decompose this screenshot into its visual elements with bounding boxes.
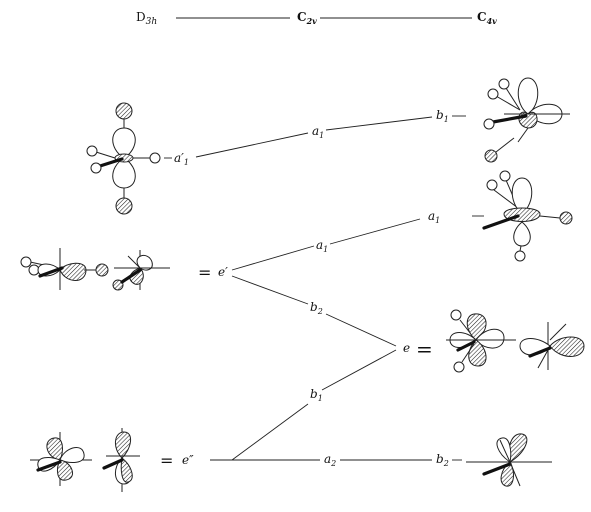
corr-b2-e: [325, 313, 397, 347]
ligand-lower: [453, 361, 465, 373]
orbital-c4v-b2: [466, 433, 552, 487]
label-b2-c4v: b2: [436, 452, 449, 468]
label-eprime: e′: [218, 265, 228, 279]
label-a1-c2v-upper: a1: [312, 124, 324, 140]
bond-lower: [509, 461, 521, 487]
wedge-front: [482, 462, 512, 476]
corr-eddprime-b1: [231, 403, 309, 461]
axis-down: [517, 127, 529, 143]
orbital-d3h-a1prime: [86, 102, 161, 215]
lobe-lower-hatched: [500, 461, 514, 487]
label-edprime: e″: [182, 453, 194, 467]
wedge-front: [102, 458, 124, 470]
orbital-d3h-eprime-2: [112, 250, 170, 291]
ligand-upper-1: [487, 88, 499, 100]
label-a2-c2v: a2: [324, 452, 336, 468]
bond-upper-1: [493, 189, 519, 209]
label-a1-c4v: a1: [428, 209, 440, 225]
header-c2v: C2v: [297, 10, 317, 26]
wedge-front: [456, 340, 476, 352]
corr-eprime-b2: [231, 275, 309, 305]
wedge-front: [38, 266, 64, 278]
wedge-bond: [98, 157, 124, 168]
orbital-d3h-edprime-2: [102, 428, 140, 492]
ligand-front: [483, 118, 495, 130]
ligand-upper: [450, 309, 462, 321]
wedge-front: [491, 114, 528, 124]
lobe-lower-hatched: [129, 267, 144, 285]
lobe-upper-left-hatched: [466, 313, 487, 341]
corr-a1-b1: [325, 116, 433, 131]
lobe-center-hatched: [518, 111, 538, 129]
lobe-bottom: [513, 221, 531, 247]
label-b1-c4v: b1: [436, 108, 449, 124]
corr-eprime-a1: [231, 245, 315, 271]
header-d3h: D3h: [136, 10, 157, 27]
orbital-d3h-edprime-1: [30, 432, 92, 486]
upper-lobe: [112, 127, 136, 159]
eprime-equals: =: [198, 263, 211, 282]
bond-upper: [549, 323, 567, 341]
header-row: D3h C2v C4v: [136, 10, 497, 27]
lobe-right-hatched: [59, 262, 87, 281]
label-a1prime: a′1: [174, 151, 189, 167]
wedge-front: [528, 346, 552, 358]
orbital-c4v-b1: [483, 77, 570, 163]
lobe-upper-right: [59, 446, 85, 463]
wedge-front: [482, 214, 520, 230]
lobe-upper-right: [475, 328, 505, 349]
ligand-upper-2: [499, 170, 511, 182]
header-c4v: C4v: [477, 10, 497, 26]
ligand-top-hatched: [115, 102, 133, 120]
ligand-bottom-hatched: [115, 197, 133, 215]
label-b2-c2v: b2: [310, 300, 323, 316]
lobe-upper-hatched: [115, 431, 131, 459]
orbital-c4v-e-2: [519, 322, 585, 370]
corr-a1-a1c4v: [329, 218, 421, 245]
edprime-equals: =: [160, 451, 173, 470]
lobe-top: [511, 177, 533, 215]
ligand-bottom-hatched: [484, 149, 498, 163]
bond-left: [95, 151, 116, 159]
bond-bottom: [519, 245, 522, 252]
bond-upper-2: [505, 87, 521, 111]
ligand-right-hatched: [559, 211, 573, 225]
bond-upper-1: [495, 95, 521, 111]
bond-lower: [461, 343, 475, 363]
bond-bottom: [495, 137, 515, 153]
wedge-front: [120, 268, 142, 284]
ligand-bottom: [514, 250, 526, 262]
lobe-upper-right-hatched: [508, 433, 528, 463]
orbital-c4v-e-1: [446, 309, 516, 373]
lobe-left: [37, 263, 61, 277]
label-a1-c2v-middle: a1: [316, 238, 328, 254]
ligand-front: [90, 162, 102, 174]
lobe-right-hatched: [549, 336, 585, 357]
axis-h: [539, 215, 561, 219]
lobe-lower-right-hatched: [57, 459, 74, 481]
ligand-upper-2: [498, 78, 510, 90]
wedge-front: [36, 460, 62, 472]
label-e-c4v: e: [403, 341, 410, 355]
bond-lower: [537, 349, 549, 369]
corr-a1prime-a1: [195, 132, 309, 158]
ligand-right-hatched: [95, 263, 109, 277]
orbital-c4v-a1: [482, 170, 573, 262]
lobe-lower-right-hatched: [120, 457, 133, 483]
lobe-upper: [136, 254, 153, 271]
ligand-left-1: [20, 256, 32, 268]
lobe-upper-left-hatched: [46, 437, 63, 461]
label-b1-c2v: b1: [310, 387, 323, 403]
ligand-right: [149, 152, 161, 164]
bond-upper: [499, 439, 511, 463]
corr-b1-e: [321, 349, 397, 391]
bond-upper: [127, 255, 141, 269]
ligand-left: [86, 145, 98, 157]
orbital-d3h-eprime-1: [20, 248, 109, 290]
e-equals: =: [416, 337, 433, 361]
ligand-upper-1: [486, 179, 498, 191]
lobe-top: [517, 77, 539, 115]
